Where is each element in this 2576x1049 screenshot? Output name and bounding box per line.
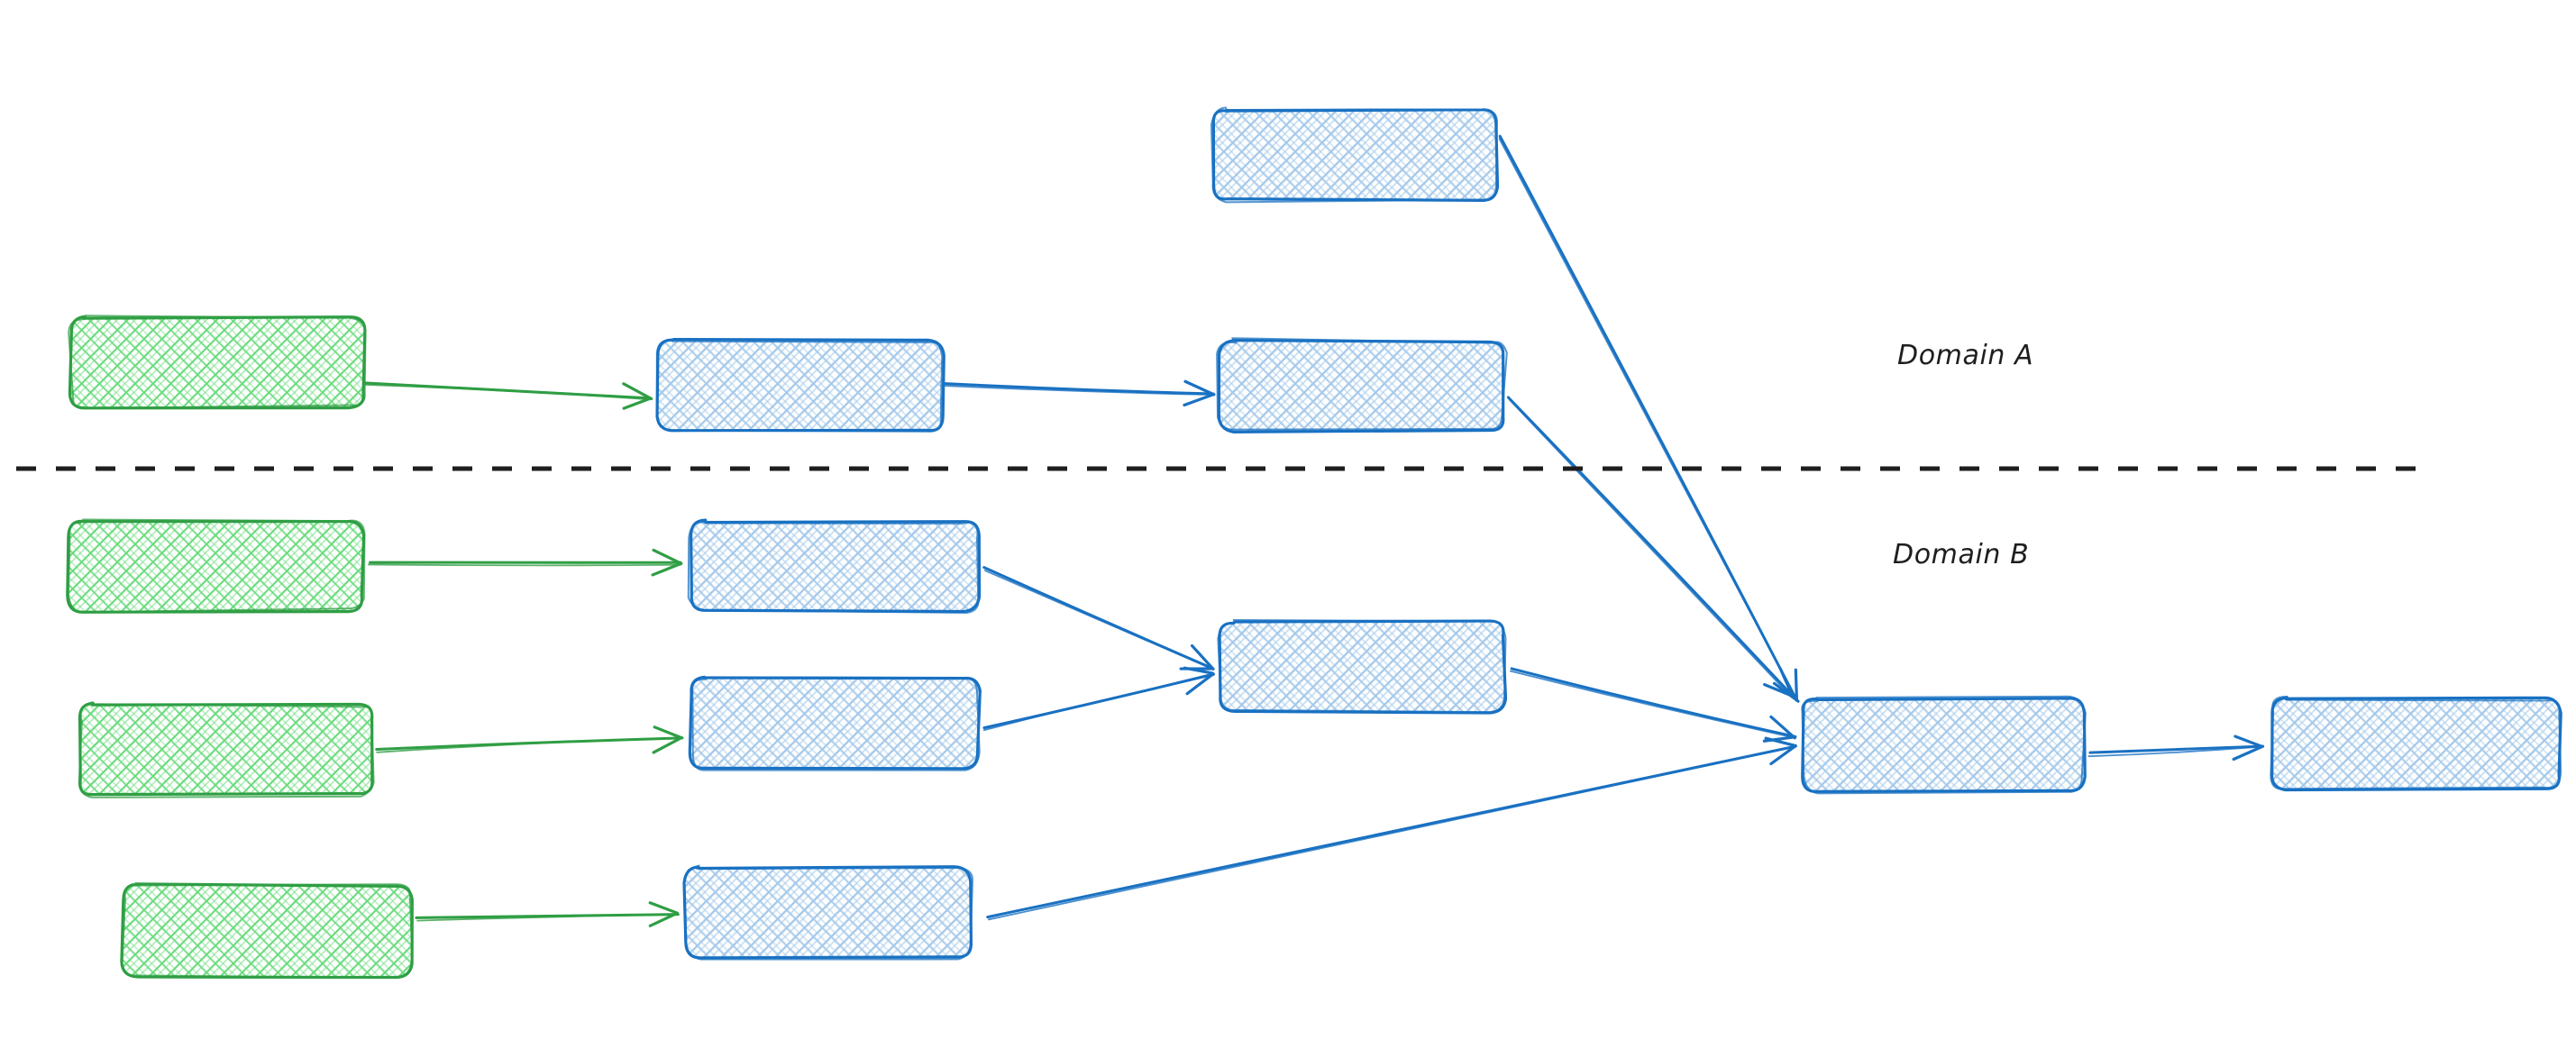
edge-arrowhead-barb-1 — [1778, 667, 1795, 698]
edge-arrowhead-barb-1 — [1764, 736, 1797, 748]
node-fill — [79, 705, 373, 795]
edge-e1[interactable] — [362, 381, 653, 410]
node-outline — [655, 339, 944, 433]
node-fill — [1212, 110, 1497, 200]
edge-arrowhead-barb-1 — [1769, 715, 1796, 740]
edge-arrowhead-barb-0 — [1769, 743, 1797, 766]
node-outline — [68, 315, 367, 410]
node-a-proc-1[interactable] — [655, 337, 945, 433]
node-fill — [658, 341, 943, 431]
node-outline — [682, 864, 973, 961]
edge-line — [362, 383, 652, 401]
edge-e7[interactable] — [415, 901, 680, 927]
node-b-src-2[interactable] — [78, 701, 375, 798]
node-outline — [67, 518, 366, 614]
edge-arrowhead-barb-0 — [652, 735, 683, 754]
edge-arrowhead-barb-1 — [1183, 666, 1214, 675]
node-outline — [2270, 696, 2562, 790]
edge-e11[interactable] — [986, 736, 1797, 921]
domain-label-domain-a: Domain A — [1897, 340, 2033, 371]
node-fill — [123, 885, 411, 977]
node-fill — [1803, 698, 2084, 791]
node-outline — [78, 701, 375, 798]
edge-line — [983, 570, 1215, 670]
nodes-layer — [66, 106, 2562, 980]
node-outline — [691, 676, 981, 771]
edge-arrowhead-barb-0 — [648, 911, 680, 927]
node-fill — [2271, 698, 2560, 789]
edge-arrowhead-barb-0 — [1763, 683, 1794, 698]
edge-arrowhead-barb-1 — [653, 725, 682, 739]
node-outline — [1216, 337, 1508, 431]
edge-line — [2087, 745, 2264, 758]
edge-arrowhead-barb-1 — [1183, 379, 1216, 397]
edge-arrowhead-barb-1 — [2233, 734, 2263, 748]
edge-line — [1506, 396, 1795, 698]
edge-line — [1510, 667, 1797, 739]
node-outline — [1801, 695, 2087, 795]
node-b-proc-1[interactable] — [687, 518, 982, 614]
node-b-src-1[interactable] — [66, 518, 366, 614]
node-a-top-1[interactable] — [1210, 106, 1500, 204]
edge-e10[interactable] — [1509, 667, 1797, 743]
node-b-hub[interactable] — [1801, 695, 2087, 795]
edge-line — [376, 736, 682, 753]
edge-line — [944, 382, 1215, 396]
edge-arrowhead-barb-1 — [1794, 668, 1799, 702]
node-outline — [1210, 106, 1498, 204]
edge-arrowhead-barb-0 — [1183, 393, 1216, 407]
edges-layer — [362, 134, 2265, 927]
node-b-sink[interactable] — [2270, 696, 2562, 792]
node-fill — [685, 867, 970, 957]
node-fill — [1219, 341, 1504, 431]
node-a-src-1[interactable] — [68, 315, 367, 410]
edge-line — [367, 563, 682, 567]
edge-e4[interactable] — [1506, 396, 1795, 698]
edge-arrowhead-barb-1 — [648, 901, 679, 915]
edge-line — [2088, 744, 2264, 754]
node-outline — [1217, 339, 1505, 433]
node-a-proc-2[interactable] — [1216, 337, 1508, 433]
edge-line — [1498, 138, 1798, 702]
node-b-proc-2[interactable] — [688, 675, 982, 771]
edge-e5[interactable] — [367, 548, 683, 577]
edge-line — [988, 745, 1797, 921]
node-fill — [690, 521, 979, 611]
node-b-merge[interactable] — [1217, 618, 1508, 715]
domain-label-domain-b: Domain B — [1893, 539, 2029, 570]
edge-line — [416, 913, 680, 922]
edge-line — [944, 385, 1213, 396]
edge-e2[interactable] — [944, 379, 1216, 407]
labels-layer: Domain A Domain B — [1893, 340, 2033, 570]
edge-arrowhead-barb-0 — [1185, 672, 1215, 696]
node-fill — [69, 521, 362, 611]
edge-line — [982, 674, 1215, 732]
edge-arrowhead-barb-1 — [622, 382, 653, 401]
edge-arrowhead-barb-0 — [651, 561, 683, 577]
edge-arrowhead-barb-0 — [622, 397, 653, 410]
node-outline — [1217, 618, 1507, 714]
node-fill — [1219, 622, 1504, 712]
edge-arrowhead-barb-1 — [1190, 643, 1215, 670]
node-outline — [687, 521, 980, 614]
node-b-proc-3[interactable] — [682, 864, 973, 961]
edge-arrowhead-barb-1 — [652, 548, 683, 565]
edge-arrowhead-barb-0 — [2232, 744, 2265, 762]
edge-line — [1509, 670, 1796, 739]
edge-line — [982, 566, 1214, 670]
edge-e9[interactable] — [982, 666, 1215, 732]
edge-line — [1508, 398, 1793, 698]
node-fill — [70, 317, 364, 407]
edge-e6[interactable] — [375, 725, 684, 754]
edge-e12[interactable] — [2087, 734, 2265, 762]
edge-e8[interactable] — [982, 566, 1215, 670]
node-outline — [121, 882, 414, 979]
edge-e3[interactable] — [1498, 134, 1800, 703]
node-fill — [690, 678, 979, 768]
node-b-src-3[interactable] — [120, 882, 414, 980]
